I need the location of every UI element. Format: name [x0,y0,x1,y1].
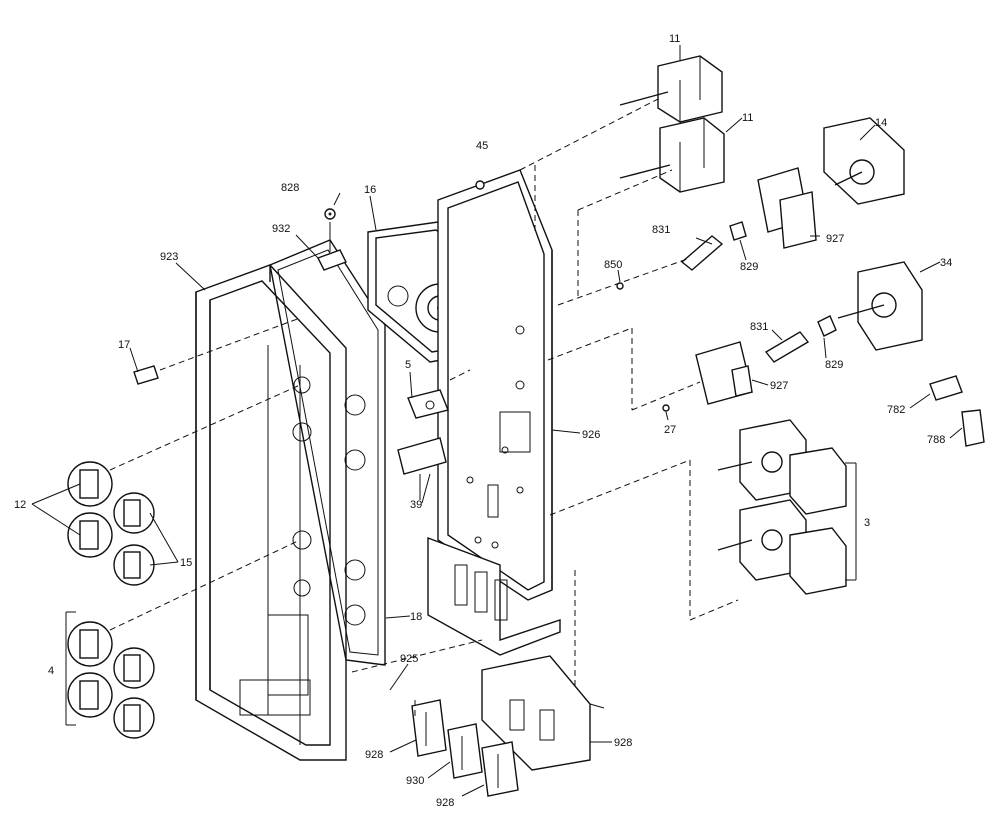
switch-39 [397,437,447,500]
assembly-lines [109,97,739,720]
label-39: 39 [410,499,422,511]
relay-928-a [411,699,447,757]
label-927-mid: 927 [770,380,788,392]
label-788: 788 [927,434,945,446]
label-928-left: 928 [365,749,383,761]
label-15: 15 [180,557,192,569]
label-11-mid: 11 [742,112,753,124]
panel-18 [269,239,386,666]
label-27: 27 [664,424,676,436]
bracket-925 [427,536,561,656]
motor-34 [837,261,923,351]
label-45: 45 [476,140,488,152]
label-928-bottom: 928 [436,797,454,809]
leader-lines [31,45,963,797]
spindle-831-top [680,221,747,271]
label-18: 18 [410,611,422,623]
label-850: 850 [604,259,622,271]
bracket-932 [317,208,347,271]
label-928-right: 928 [614,737,632,749]
callout-labels: 11 11 14 45 16 828 932 923 831 829 927 8… [14,33,952,809]
label-828: 828 [281,182,299,194]
nut-45 [475,180,485,190]
label-831-top: 831 [652,224,670,236]
label-829-top: 829 [740,261,758,273]
switch-group-3 [717,419,847,595]
label-4: 4 [48,665,54,677]
label-14: 14 [875,117,887,129]
label-829-mid: 829 [825,359,843,371]
label-11-top: 11 [669,33,680,45]
bracket-927-top [757,167,817,249]
switch-5 [407,389,449,419]
label-34: 34 [940,257,952,269]
spindle-831-mid [764,315,837,363]
label-3: 3 [864,517,870,529]
label-927-top: 927 [826,233,844,245]
relay-bracket-928 [481,655,605,771]
knob-set-15 [113,492,155,586]
label-17: 17 [118,339,130,351]
label-831-mid: 831 [750,321,768,333]
switch-11-mid [619,117,725,193]
knob-set-4 [67,621,155,739]
connector-788 [961,409,985,447]
main-chassis-926 [437,169,553,601]
label-926: 926 [582,429,600,441]
pin-17 [133,365,159,385]
label-925: 925 [400,653,418,665]
knob-set-12 [67,461,113,558]
label-5: 5 [405,359,411,371]
connector-782 [929,375,963,401]
switch-11-top [619,55,723,123]
label-782: 782 [887,404,905,416]
label-12: 12 [14,499,26,511]
nut-27 [662,404,670,412]
relay-930 [447,723,483,779]
label-932: 932 [272,223,290,235]
bracket-927-mid [695,341,753,405]
label-16: 16 [364,184,376,196]
relay-928-b [481,741,519,797]
front-frame-923 [195,264,347,761]
label-923: 923 [160,251,178,263]
motor-14 [823,117,905,205]
label-930: 930 [406,775,424,787]
